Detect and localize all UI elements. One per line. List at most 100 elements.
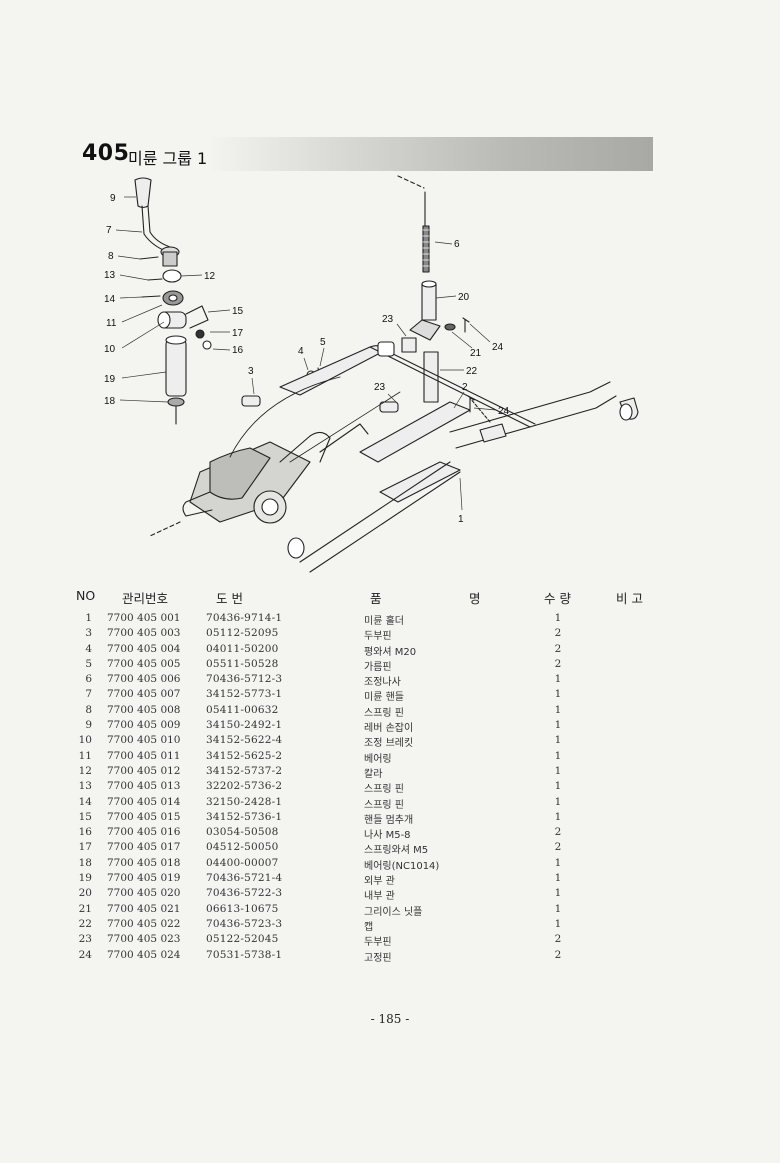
mgmt-no-cell: 7700 405 017 <box>107 841 181 854</box>
qty-cell: 2 <box>554 826 562 839</box>
drawing-no-cell: 70531-5738-1 <box>206 948 283 961</box>
callout-13: 13 <box>104 270 116 281</box>
part-no-cell: 9 <box>85 719 92 732</box>
callout-2: 2 <box>462 382 468 393</box>
drawing-no-cell: 34152-5773-1 <box>206 688 283 701</box>
drawing-no-cell: 03054-50508 <box>206 826 279 839</box>
callout-14: 14 <box>104 294 116 305</box>
mgmt-no-cell: 7700 405 001 <box>107 612 181 624</box>
part-no-cell: 3 <box>85 627 92 640</box>
part-no-cell: 4 <box>85 642 92 655</box>
part-no-cell: 12 <box>78 764 92 777</box>
callout-22: 22 <box>466 366 478 377</box>
header-part-name-1: 품 <box>370 591 382 606</box>
mgmt-no-cell: 7700 405 018 <box>107 856 181 869</box>
part-name-cell: 베어링(NC1014) <box>364 860 440 872</box>
qty-cell: 1 <box>554 688 562 701</box>
callout-4: 4 <box>298 346 304 357</box>
part-name-cell: 평와셔 M20 <box>364 646 417 658</box>
callout-8: 8 <box>108 251 114 262</box>
part-name-cell: 캡 <box>364 921 374 933</box>
mgmt-no-cell: 7700 405 016 <box>107 826 181 839</box>
qty-cell: 1 <box>554 612 562 624</box>
part-no-cell: 20 <box>78 887 92 900</box>
part-name-cell: 조정 브레킷 <box>364 738 414 750</box>
mgmt-no-cell: 7700 405 020 <box>107 887 181 900</box>
drawing-no-cell: 34152-5736-1 <box>206 810 283 823</box>
section-header-bar <box>80 137 653 171</box>
mgmt-no-cell: 7700 405 006 <box>107 673 181 686</box>
callout-17: 17 <box>232 328 244 339</box>
part-no-cell: 24 <box>78 948 92 961</box>
mgmt-no-cell: 7700 405 013 <box>107 780 181 793</box>
mgmt-no-cell: 7700 405 024 <box>107 948 181 961</box>
drawing-no-cell: 05511-50528 <box>206 657 279 670</box>
drawing-no-cell: 70436-5723-3 <box>206 917 283 930</box>
callout-20: 20 <box>458 292 470 303</box>
qty-cell: 2 <box>554 657 562 670</box>
qty-cell: 2 <box>554 627 562 640</box>
table-header: NO 관리번호 도 번 품 명 수 량 비 고 <box>72 586 672 608</box>
mgmt-no-cell: 7700 405 007 <box>107 688 181 701</box>
part-name-cell: 두부핀 <box>364 631 392 643</box>
drawing-no-cell: 70436-5721-4 <box>206 872 283 885</box>
callout-24: 24 <box>492 342 504 353</box>
qty-cell: 2 <box>554 642 562 655</box>
header-part-name-2: 명 <box>469 591 481 606</box>
part-name-cell: 스프링 핀 <box>364 707 404 719</box>
drawing-no-cell: 04011-50200 <box>206 642 279 655</box>
part-name-cell: 스프링와셔 M5 <box>364 845 429 857</box>
drawing-no-cell: 04400-00007 <box>206 856 279 869</box>
callout-23b: 23 <box>374 382 386 393</box>
callout-6: 6 <box>454 239 460 250</box>
qty-cell: 1 <box>554 872 562 885</box>
section-number: 405 <box>82 141 130 166</box>
callout-5: 5 <box>320 337 326 348</box>
part-no-cell: 1 <box>85 612 92 624</box>
parts-table: NO 관리번호 도 번 품 명 수 량 비 고 1 7700 405 001 704… <box>72 586 672 964</box>
callout-11: 11 <box>106 318 117 329</box>
callout-15: 15 <box>232 306 244 317</box>
drawing-no-cell: 32202-5736-2 <box>206 780 283 793</box>
drawing-no-cell: 70436-5712-3 <box>206 673 283 686</box>
mgmt-no-cell: 7700 405 019 <box>107 872 181 885</box>
callout-10: 10 <box>104 344 116 355</box>
part-name-cell: 나사 M5-8 <box>364 830 411 842</box>
drawing-no-cell: 34150-2492-1 <box>206 719 283 732</box>
header-no: NO <box>76 588 96 603</box>
mgmt-no-cell: 7700 405 015 <box>107 810 181 823</box>
page-number: - 185 - <box>370 1012 410 1026</box>
callout-9: 9 <box>110 193 116 204</box>
drawing-no-cell: 34152-5737-2 <box>206 764 283 777</box>
callout-3: 3 <box>248 366 254 377</box>
qty-cell: 1 <box>554 673 562 686</box>
drawing-no-cell: 70436-9714-1 <box>206 612 283 624</box>
header-note: 비 고 <box>616 591 643 606</box>
mgmt-no-cell: 7700 405 022 <box>107 917 181 930</box>
callout-16: 16 <box>232 345 244 356</box>
part-no-cell: 8 <box>85 703 92 716</box>
part-no-cell: 16 <box>78 826 92 839</box>
header-qty: 수 량 <box>544 591 571 606</box>
part-no-cell: 11 <box>78 749 92 762</box>
part-no-cell: 23 <box>78 933 92 946</box>
exploded-parts-diagram: 9 7 8 13 12 14 11 15 10 17 16 19 18 3 4 … <box>104 175 639 573</box>
part-no-cell: 21 <box>78 902 92 915</box>
drawing-no-cell: 70436-5722-3 <box>206 887 283 900</box>
part-name-cell: 칼라 <box>364 768 383 780</box>
